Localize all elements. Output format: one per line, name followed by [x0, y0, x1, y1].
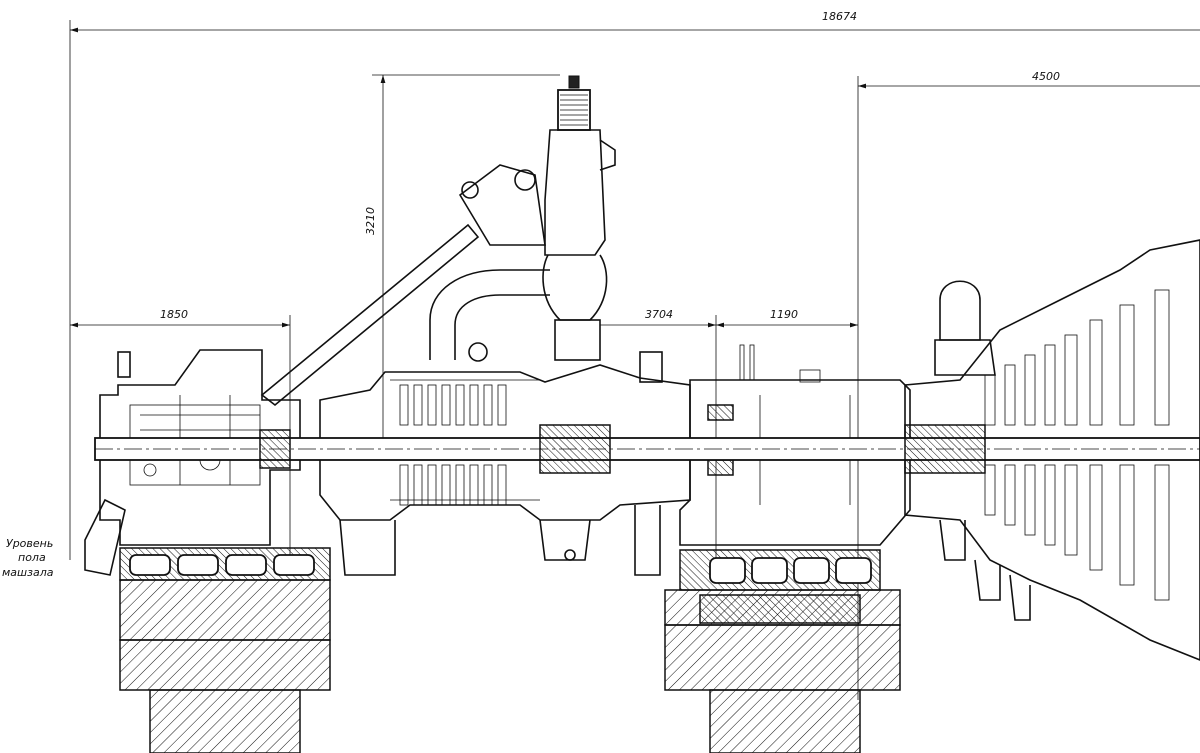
dimension-overall: 18674 — [69, 10, 1200, 560]
lp-blades-upper — [984, 289, 1170, 426]
dimension-label-overall: 18674 — [822, 10, 857, 23]
dimension-mid: 3704 — [600, 308, 717, 560]
dimension-bearing-span: 1190 — [716, 308, 858, 328]
lp-cylinder — [904, 239, 1200, 661]
hp-blades-upper — [399, 384, 507, 426]
lp-blades-lower — [984, 464, 1170, 601]
foundation-middle — [664, 549, 901, 753]
steam-pipe — [429, 269, 550, 362]
stop-valve — [514, 75, 616, 361]
middle-bearing-pedestal — [679, 344, 911, 546]
hp-blades-lower — [399, 464, 507, 506]
dimension-label-mid: 3704 — [645, 308, 673, 321]
floor-level-label: Уровень пола машзала — [2, 537, 54, 579]
dimension-label-span: 1190 — [770, 308, 798, 321]
rotor-shaft — [94, 424, 1200, 474]
floor-label-line1: Уровень — [6, 537, 53, 550]
dimension-height: 3210 — [364, 74, 560, 445]
floor-label-line2: пола — [18, 551, 46, 564]
dimension-label-right: 4500 — [1032, 70, 1060, 83]
dimension-label-front: 1850 — [160, 308, 188, 321]
dimension-label-height: 3210 — [364, 207, 377, 235]
foundation-left — [119, 547, 331, 753]
hp-cylinder — [319, 351, 691, 576]
floor-label-line3: машзала — [2, 566, 54, 579]
control-linkage-rod — [260, 164, 546, 407]
